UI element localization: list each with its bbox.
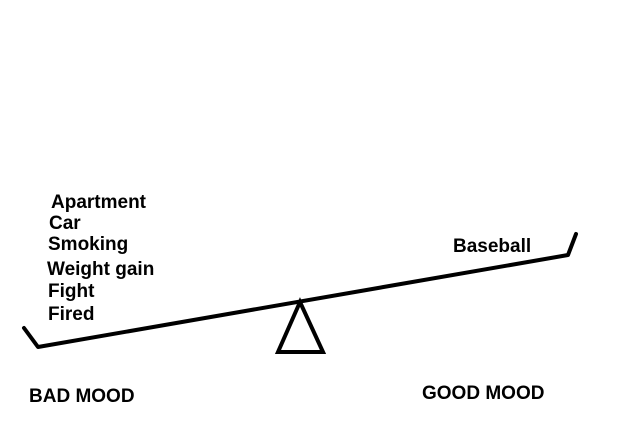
- left-item-smoking: Smoking: [48, 234, 129, 255]
- left-item-car: Car: [49, 213, 81, 234]
- seesaw-beam: [22, 232, 578, 349]
- left-item-fight: Fight: [48, 281, 95, 302]
- left-item-weight-gain: Weight gain: [47, 259, 155, 280]
- left-item-fired: Fired: [48, 304, 95, 325]
- bad-mood-label: BAD MOOD: [29, 386, 135, 407]
- right-item-baseball: Baseball: [453, 236, 532, 257]
- left-item-apartment: Apartment: [51, 192, 147, 213]
- good-mood-label: GOOD MOOD: [422, 383, 545, 404]
- fulcrum-triangle: [274, 297, 327, 354]
